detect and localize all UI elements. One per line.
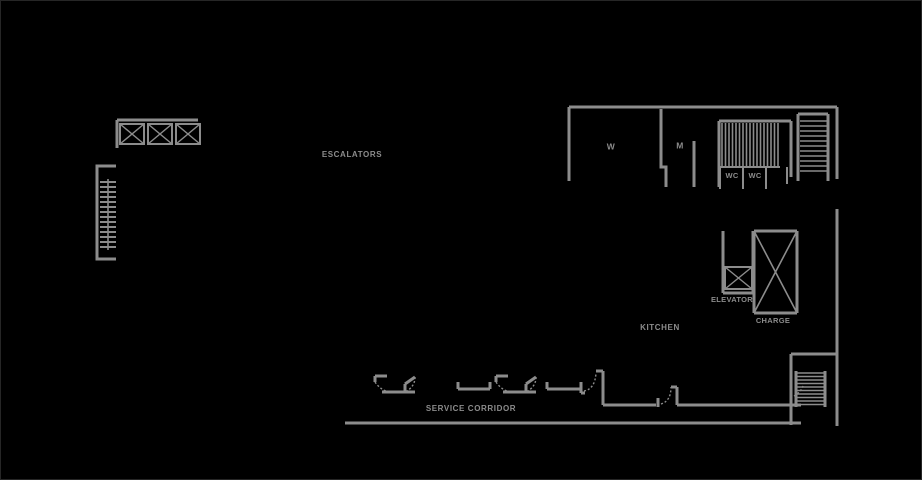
wc-cubicle-left: WC [719, 167, 744, 189]
service-corridor: SERVICE CORRIDOR [345, 369, 801, 425]
escalator-bank [115, 118, 201, 148]
escalator-box-3 [175, 123, 201, 145]
elevator-core: ELEVATOR [711, 231, 755, 304]
kitchen-label: KITCHEN [640, 323, 680, 332]
stair-lr-door [793, 385, 804, 397]
stair-left-enclosure [95, 164, 116, 261]
charge-label: CHARGE [756, 316, 790, 325]
elevator-car [724, 266, 753, 290]
corridor-door-6 [656, 385, 679, 407]
stair-left [95, 164, 116, 261]
wc-left-label: WC [725, 171, 738, 180]
women-restroom-label: W [607, 141, 616, 151]
corridor-door-3 [456, 382, 492, 391]
corridor-door-4 [494, 374, 537, 394]
stair-lr-treads [797, 372, 824, 406]
elevator-label: ELEVATOR [711, 295, 753, 304]
stair-ur-treads [800, 120, 827, 172]
charge-cross [753, 230, 798, 314]
corridor-door-2 [403, 375, 416, 393]
toilet-stall-partitions [721, 123, 779, 167]
escalator-box-2 [147, 123, 173, 145]
corridor-door-5 [545, 372, 597, 395]
service-corridor-label: SERVICE CORRIDOR [426, 404, 516, 413]
wc-cubicle-right: WC [748, 167, 767, 189]
stair-upper-right [796, 112, 830, 181]
wall-between-w-and-m [659, 109, 668, 187]
men-restroom-label: M [676, 140, 684, 150]
wc-right-label: WC [748, 171, 761, 180]
escalators-label: ESCALATORS [322, 150, 382, 159]
charge-shaft: CHARGE [752, 229, 799, 325]
corridor-door-1 [373, 374, 415, 394]
restroom-block: W M [567, 105, 837, 189]
stair-lower-right [789, 352, 837, 425]
escalator-box-1 [119, 123, 145, 145]
